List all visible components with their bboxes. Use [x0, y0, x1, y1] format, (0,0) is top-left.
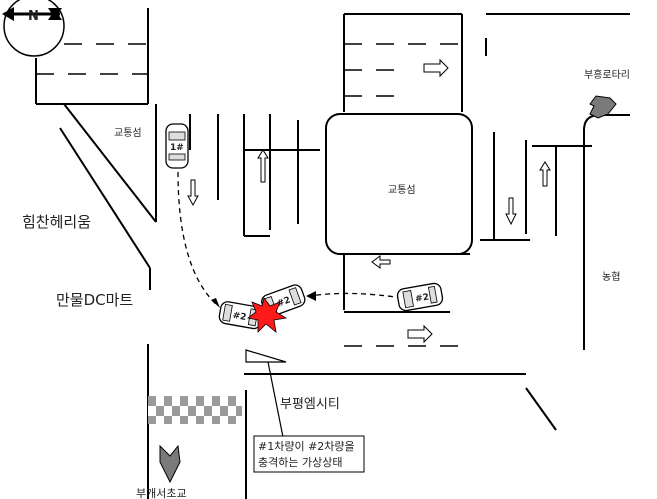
nonghyup-label: 농협 — [602, 270, 620, 283]
svg-text:#2: #2 — [276, 295, 292, 309]
note-box: #1차량이 #2차량을 충격하는 가상상태 — [253, 435, 365, 473]
down-arrow-icon — [505, 197, 517, 226]
right-arrow-icon — [423, 58, 449, 78]
svg-text:1#: 1# — [170, 143, 184, 153]
right-arrow-icon — [407, 324, 433, 344]
road-right — [480, 95, 617, 350]
rotary-label: 부흥로타리 — [584, 68, 630, 81]
svg-text:#2: #2 — [232, 311, 247, 323]
traffic-island-center-label: 교통섬 — [388, 184, 416, 196]
crosswalk — [148, 396, 242, 424]
svg-text:#2: #2 — [415, 293, 430, 305]
crash-burst-icon — [247, 297, 288, 333]
car2-start: #2 — [396, 282, 444, 312]
up-arrow-icon — [257, 149, 269, 183]
road-top-right — [343, 13, 630, 116]
school-sign-icon — [159, 444, 181, 484]
mart-label: 만물DC마트 — [56, 291, 133, 309]
road-lower — [244, 253, 557, 499]
note-line1: #1차량이 #2차량을 — [258, 440, 355, 453]
compass-label: N — [28, 9, 39, 24]
mcity-label: 부평엠시티 — [280, 397, 340, 412]
car2-path — [309, 292, 403, 299]
bottom-label: 부개서초교 — [136, 487, 187, 499]
himchan-label: 힘찬헤리움 — [22, 213, 91, 231]
rotary-sign-icon — [589, 95, 617, 119]
car1-start: 1# — [165, 123, 189, 169]
traffic-island-left-label: 교통섬 — [114, 127, 142, 139]
road-top-left — [35, 8, 157, 223]
down-arrow-icon — [187, 179, 199, 207]
north-arrow-icon — [2, 7, 14, 21]
up-arrow-icon — [539, 161, 551, 187]
car1-path — [177, 171, 219, 307]
traffic-island-center — [325, 113, 473, 255]
road-left-edge — [59, 127, 151, 499]
pointer-wedge — [245, 349, 287, 363]
compass: N — [2, 0, 65, 57]
left-arrow-icon — [371, 255, 391, 269]
road-center-lanes — [187, 114, 320, 237]
note-line2: 충격하는 가상상태 — [258, 455, 342, 469]
